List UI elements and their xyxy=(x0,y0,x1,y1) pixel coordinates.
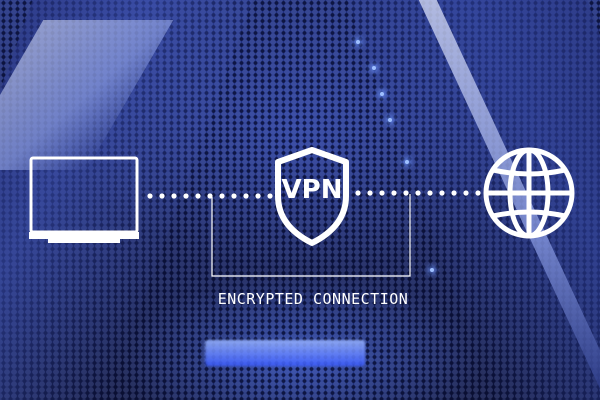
floor-light xyxy=(205,340,365,366)
server-led xyxy=(388,118,392,122)
dotted-link-right xyxy=(355,190,481,196)
server-led xyxy=(380,92,384,96)
caption-bracket xyxy=(211,194,411,277)
server-led xyxy=(356,40,360,44)
server-led xyxy=(430,268,434,272)
encrypted-connection-caption: ENCRYPTED CONNECTION xyxy=(217,290,409,308)
vpn-shield-icon xyxy=(275,147,349,246)
vpn-label: VPN xyxy=(281,175,343,205)
dotted-link-left xyxy=(147,193,273,199)
globe-icon xyxy=(483,147,575,239)
server-led xyxy=(405,160,409,164)
server-led xyxy=(372,66,376,70)
computer-monitor-icon xyxy=(29,156,139,243)
